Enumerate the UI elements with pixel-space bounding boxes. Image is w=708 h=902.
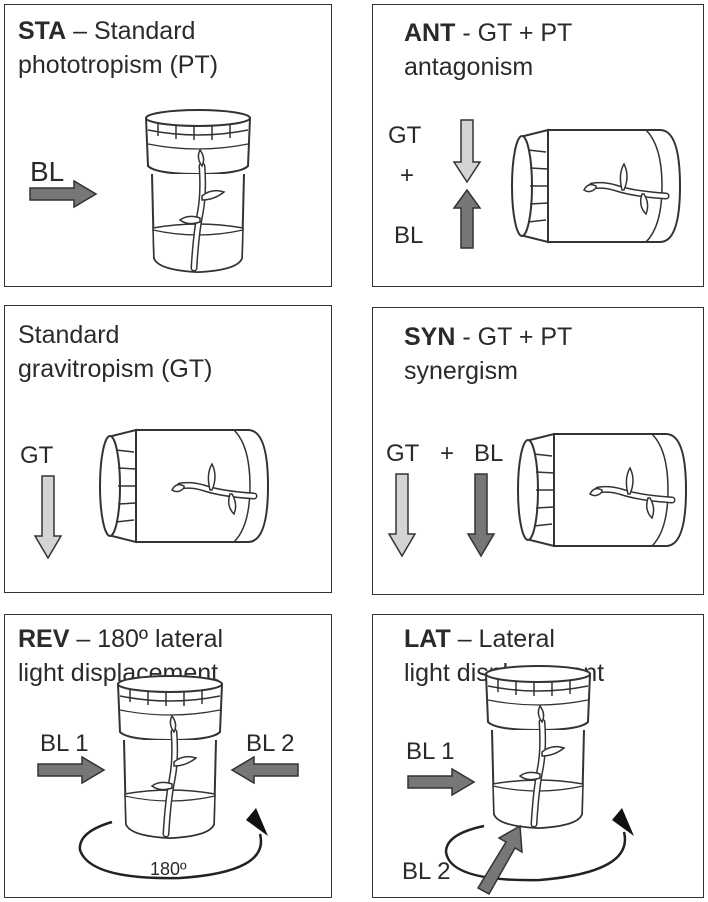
syn-jar-icon: [518, 434, 686, 546]
rev-bl1-arrow: [37, 756, 105, 784]
rev-code: REV: [18, 625, 70, 653]
ant-bl-arrow: [452, 188, 482, 249]
ant-bl-label: BL: [394, 222, 424, 249]
rev-title-rest: – 180º lateral: [69, 625, 224, 653]
gt-jar-icon: [100, 430, 268, 542]
sta-title: STA – Standard phototropism (PT): [18, 14, 218, 82]
gt-title-line1: Standard: [18, 321, 120, 349]
syn-title: SYN - GT + PT synergism: [404, 320, 572, 388]
lat-title-rest: – Lateral: [450, 625, 555, 653]
syn-gt-arrow: [388, 473, 416, 557]
syn-code: SYN: [404, 323, 456, 351]
syn-title-line2: synergism: [404, 357, 518, 385]
gt-arrow: [34, 475, 62, 559]
ant-plus-label: +: [400, 162, 415, 189]
lat-bl1-label: BL 1: [406, 738, 455, 765]
rev-angle-label: 180º: [150, 859, 187, 879]
ant-title: ANT - GT + PT antagonism: [404, 16, 572, 84]
syn-bl-label: BL: [474, 440, 504, 467]
rev-jar-icon: [118, 676, 222, 838]
rev-bl1-label: BL 1: [40, 730, 89, 757]
ant-gt-label: GT: [388, 122, 422, 149]
gt-title-line2: gravitropism (GT): [18, 355, 213, 383]
sta-code: STA: [18, 17, 67, 45]
syn-title-rest: - GT + PT: [455, 323, 573, 351]
syn-bl-arrow: [467, 473, 495, 557]
syn-plus-label: +: [440, 440, 455, 467]
ant-title-rest: - GT + PT: [455, 19, 573, 47]
lat-bl2-arrow: [476, 824, 523, 896]
gt-gt-label: GT: [20, 442, 54, 469]
ant-gt-arrow: [452, 119, 482, 184]
rev-bl2-label: BL 2: [246, 730, 295, 757]
lat-bl1-arrow: [407, 768, 475, 796]
lat-code: LAT: [404, 625, 451, 653]
sta-bl-arrow: [29, 180, 97, 208]
sta-bl-label: BL: [30, 156, 65, 187]
sta-title-line2: phototropism (PT): [18, 51, 219, 79]
gt-title: Standard gravitropism (GT): [18, 318, 212, 386]
syn-gt-label: GT: [386, 440, 420, 467]
rev-rotation-arrow-icon: [78, 808, 268, 880]
lat-bl2-label: BL 2: [402, 858, 451, 885]
ant-code: ANT: [404, 19, 456, 47]
lat-jar-icon: [486, 666, 590, 828]
rev-bl2-arrow: [230, 755, 299, 785]
ant-jar-icon: [512, 130, 680, 242]
sta-title-rest: – Standard: [66, 17, 196, 45]
sta-jar-icon: [146, 110, 250, 272]
ant-title-line2: antagonism: [404, 53, 534, 81]
